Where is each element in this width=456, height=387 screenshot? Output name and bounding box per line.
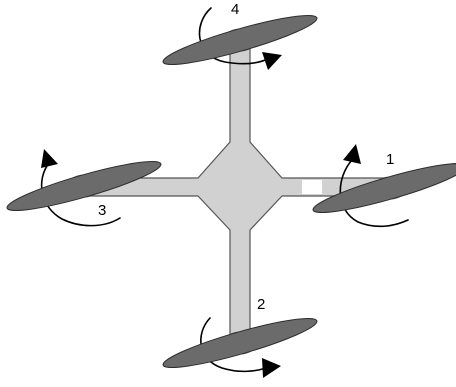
motor-label-1: 1	[386, 151, 394, 168]
propeller-blade-2	[162, 318, 318, 368]
propeller-blade-4	[162, 15, 318, 65]
rotor-2	[162, 317, 318, 378]
propeller-blade-1	[312, 163, 456, 213]
rotor-1	[312, 144, 456, 228]
rotation-arrowhead-2	[262, 358, 281, 378]
rotation-arrowhead-4	[262, 52, 282, 70]
rotation-arrow-4	[198, 7, 271, 65]
front-arm-marker	[302, 180, 322, 194]
rotor-4	[162, 7, 318, 70]
rotor-3	[6, 149, 162, 227]
motor-label-2: 2	[257, 296, 265, 313]
rotation-arrowhead-1	[343, 144, 361, 164]
rotation-arrow-2	[200, 317, 267, 373]
rotation-arrowhead-3	[41, 149, 58, 168]
rotation-arrow-1	[339, 159, 409, 228]
motor-label-3: 3	[98, 202, 106, 219]
motor-label-4: 4	[231, 1, 239, 18]
propeller-blade-3	[6, 161, 162, 211]
rotation-arrow-3	[40, 162, 121, 227]
